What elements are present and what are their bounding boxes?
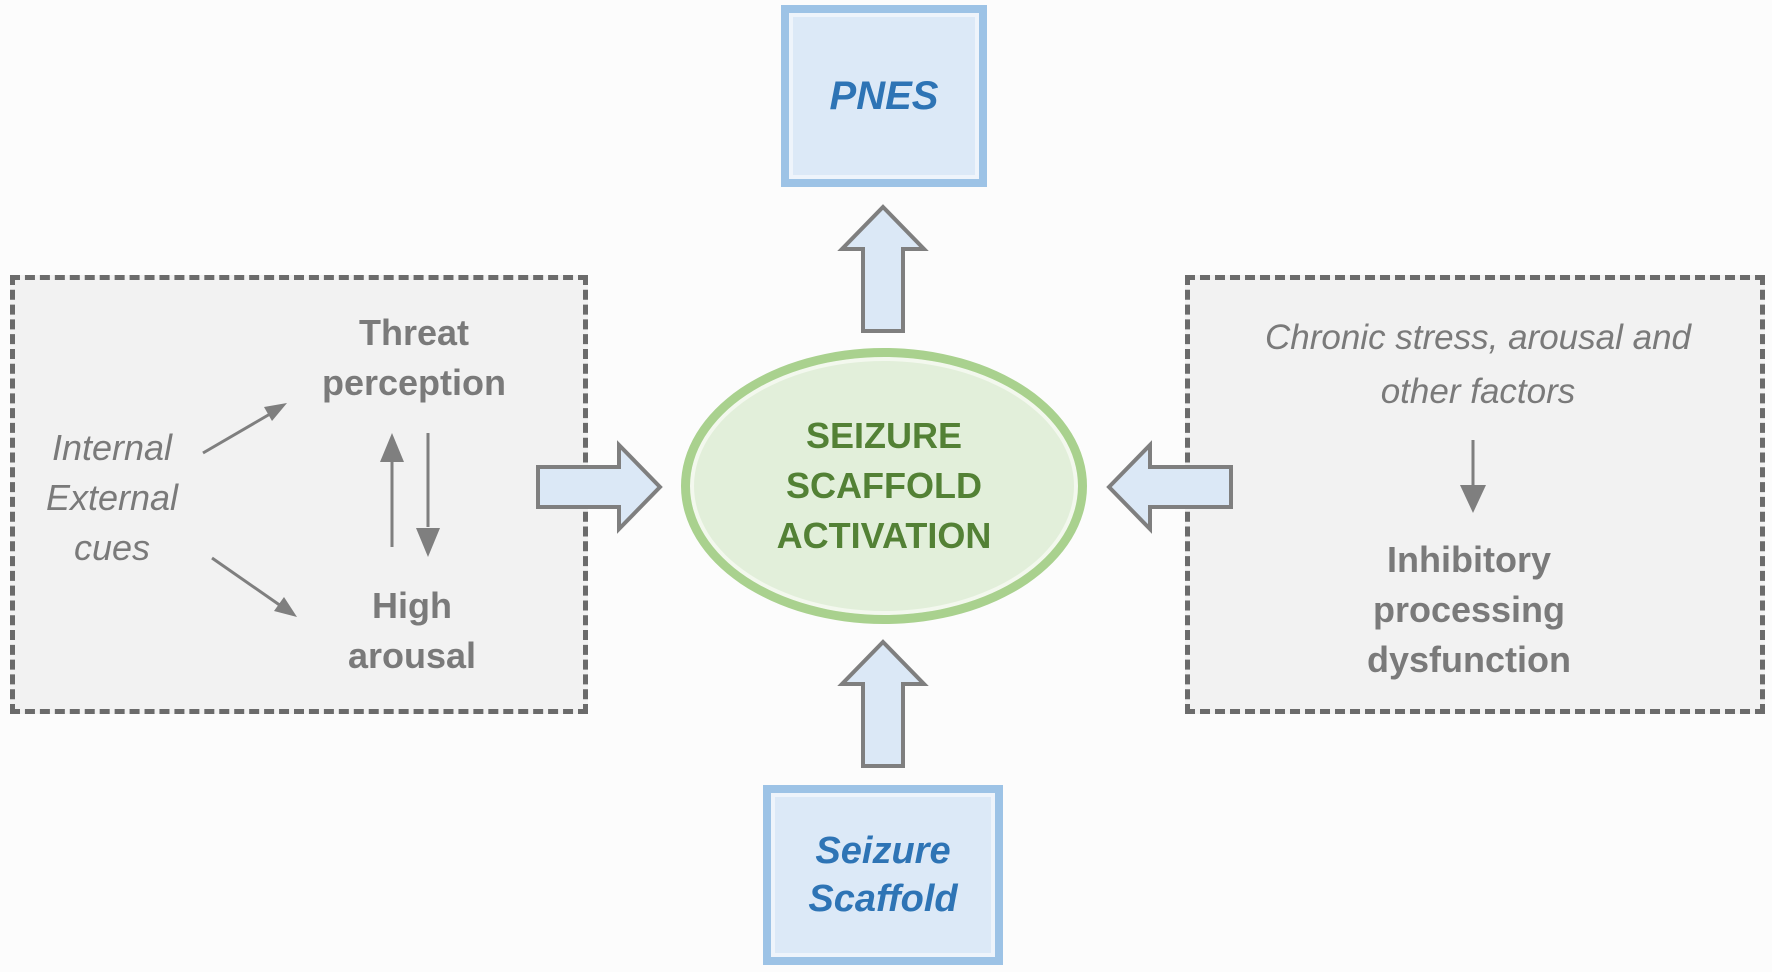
seizure-scaffold-activation-label: SEIZURE SCAFFOLD ACTIVATION <box>776 415 992 556</box>
pnes-node: PNES <box>781 5 987 187</box>
threat-perception-label: Threat perception <box>321 312 507 403</box>
arrow-activation-to-pnes-icon <box>837 204 929 333</box>
seizure-scaffold-activation-node: SEIZURE SCAFFOLD ACTIVATION <box>681 348 1087 624</box>
seizure-scaffold-node: Seizure Scaffold <box>763 785 1003 965</box>
arrow-cues-to-threat-icon <box>202 403 287 455</box>
pnes-label: PNES <box>829 73 939 118</box>
arrow-chronic-to-inhibitory-icon <box>1460 440 1486 513</box>
arrow-threat-to-arousal-icon <box>416 433 440 557</box>
arrow-right-panel-to-activation-icon <box>1106 440 1233 534</box>
arrow-cues-to-arousal-icon <box>211 556 297 617</box>
internal-external-cues-label: Internal External cues <box>45 427 179 568</box>
chronic-stress-label: Chronic stress, arousal and other factor… <box>1264 318 1692 411</box>
arrow-left-panel-to-activation-icon <box>536 440 663 534</box>
inhibitory-processing-label: Inhibitory processing dysfunction <box>1367 539 1571 680</box>
cues-arousal-panel <box>10 275 588 714</box>
arrow-scaffold-to-activation-icon <box>837 639 929 768</box>
high-arousal-label: High arousal <box>347 585 477 676</box>
arrow-arousal-to-threat-icon <box>380 433 404 547</box>
seizure-scaffold-label: Seizure Scaffold <box>808 830 958 920</box>
